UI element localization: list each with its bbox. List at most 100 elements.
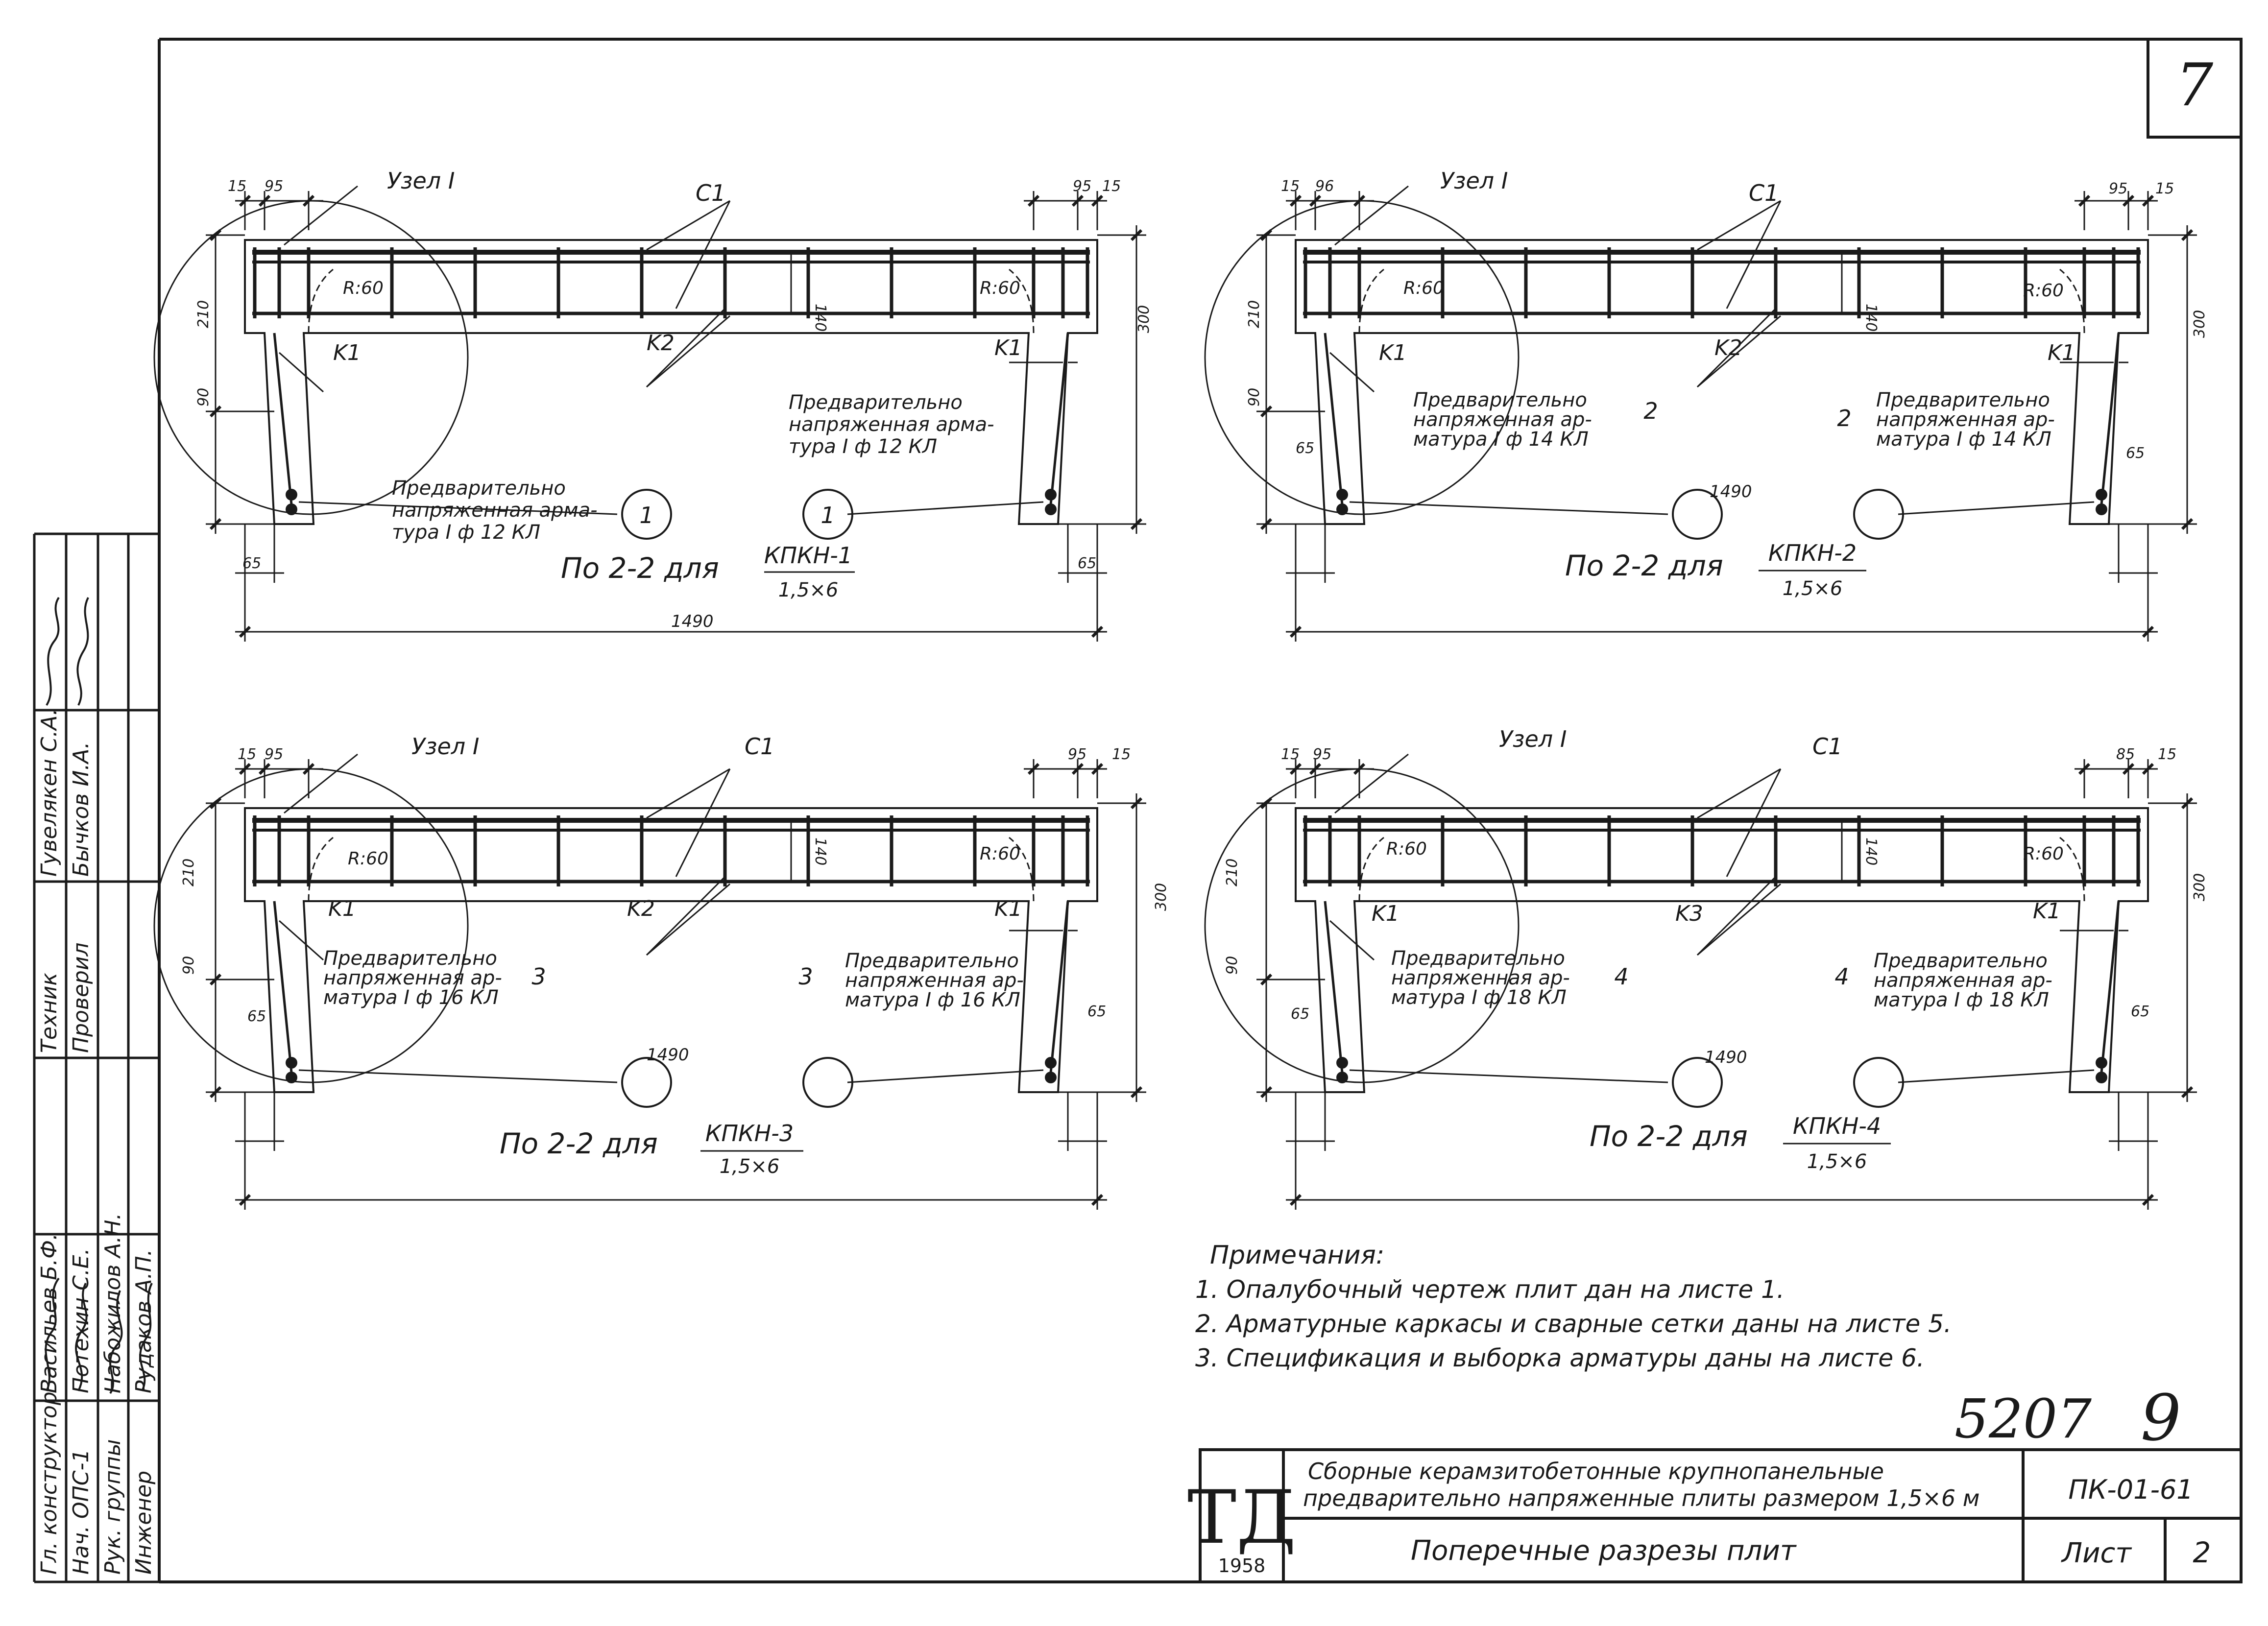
s3-dim-top-r2: 15 [1112, 746, 1131, 763]
stamp-role-4: Инженер [131, 1471, 156, 1575]
tb-logo: ТД [1187, 1475, 1296, 1560]
s3-radius-right: R:60 [980, 844, 1020, 864]
s3-callout-left: 3 [531, 963, 546, 990]
s1-node-label: Узел I [387, 167, 455, 194]
s4-note-left-2: напряженная ар- [1391, 967, 1570, 989]
s1-caption-den: 1,5×6 [778, 579, 839, 601]
s4-caption-num: КПКН-4 [1793, 1113, 1881, 1139]
archive-number: 5207 [1954, 1387, 2092, 1450]
s1-caption: По 2-2 для [561, 551, 719, 585]
s1-note-left-3: тура I ф 12 КЛ [392, 521, 540, 544]
s4-radius-right: R:60 [2023, 844, 2064, 864]
s2-dim-top-l1: 15 [1281, 178, 1300, 195]
s2-note-left-2: напряженная ар- [1413, 408, 1592, 431]
archive-number-block: 5207 9 [1954, 1381, 2181, 1455]
s2-dim-h-low: 90 [1246, 388, 1263, 406]
notes-item-1: 1. Опалубочный чертеж плит дан на листе … [1195, 1275, 1785, 1304]
s3-radius-left: R:60 [348, 849, 388, 869]
s1-dim-overall: 1490 [671, 612, 714, 631]
stamp-name-5: Гувелякен С.А. [37, 709, 62, 877]
section-2: Узел I C1 K1 K2 K1 R:60 R:60 2 2 Предвар… [1205, 167, 2208, 642]
s4-radius-left: R:60 [1386, 839, 1427, 859]
s3-dim-bot-left: 65 [247, 1008, 266, 1025]
s4-dim-bot-left: 65 [1291, 1005, 1309, 1023]
s4-dim-h-left: 210 [1224, 859, 1241, 886]
s4-dim-overall: 1490 [1705, 1048, 1747, 1067]
tb-sheet-title: Поперечные разрезы плит [1411, 1535, 1797, 1567]
s1-note-right-1: Предварительно [789, 391, 963, 414]
s1-frame-mid: K2 [647, 331, 675, 356]
s3-frame-left: K1 [328, 896, 356, 921]
s3-note-left-3: матура I ф 16 КЛ [323, 986, 499, 1009]
s1-frame-left: K1 [333, 340, 361, 365]
section-1: Узел I C1 K1 K2 K1 R:60 R:60 1 1 Предвар… [154, 167, 1153, 642]
tb-project-line2: предварительно напряженные плиты размеро… [1303, 1485, 1979, 1511]
title-block: ТД 1958 Сборные керамзитобетонные крупно… [1187, 1448, 2243, 1583]
s2-radius-left: R:60 [1403, 278, 1444, 298]
s3-frame-right: K1 [994, 896, 1022, 921]
s2-dim-overall: 1490 [1710, 482, 1752, 502]
s2-caption: По 2-2 для [1565, 549, 1723, 582]
s1-frame-right: K1 [994, 335, 1022, 360]
s1-dim-bot-right: 65 [1078, 555, 1096, 572]
s2-dim-top-r1: 95 [2109, 180, 2127, 197]
s3-dim-h-right: 300 [1153, 883, 1170, 911]
s1-note-right-2: напряженная арма- [789, 413, 994, 436]
s3-node-label: Узел I [411, 733, 479, 760]
notes-title: Примечания: [1210, 1241, 1384, 1270]
s3-caption: По 2-2 для [500, 1127, 658, 1160]
s3-dim-h-low: 90 [180, 956, 197, 975]
s1-callout-right: 1 [820, 502, 835, 528]
stamp-role-1: Гл. конструктор [37, 1391, 62, 1575]
s4-caption: По 2-2 для [1590, 1120, 1748, 1153]
s2-note-left-3: матура I ф 14 КЛ [1413, 428, 1589, 451]
s3-caption-den: 1,5×6 [720, 1155, 780, 1178]
s1-mesh-label: C1 [696, 180, 725, 206]
s2-note-right-1: Предварительно [1876, 389, 2050, 411]
s1-callout-left: 1 [639, 502, 653, 528]
s2-frame-mid: K2 [1714, 335, 1742, 360]
stamp-role-2: Нач. ОПС-1 [69, 1449, 94, 1575]
s2-node-label: Узел I [1440, 167, 1508, 194]
s4-note-left-1: Предварительно [1391, 947, 1565, 970]
s3-dim-top-l2: 95 [265, 746, 283, 763]
stamp-role-6: Проверил [69, 942, 94, 1053]
s3-dim-overall: 1490 [647, 1045, 689, 1065]
s4-note-right-1: Предварительно [1874, 950, 2048, 972]
s1-note-left-2: напряженная арма- [392, 499, 598, 522]
s4-note-left-3: матура I ф 18 КЛ [1391, 986, 1567, 1009]
s3-callout-right: 3 [798, 963, 813, 990]
tb-code: ПК-01-61 [2068, 1474, 2193, 1505]
s1-note-right-3: тура I ф 12 КЛ [789, 435, 937, 458]
s1-caption-num: КПКН-1 [764, 542, 852, 569]
s2-frame-left: K1 [1379, 340, 1407, 365]
s4-callout-left: 4 [1614, 963, 1628, 990]
notes-item-3: 3. Спецификация и выборка арматуры даны … [1195, 1344, 1925, 1372]
s1-dim-h-low: 90 [195, 388, 212, 406]
tb-project-line1: Сборные керамзитобетонные крупнопанельны… [1308, 1458, 1884, 1484]
s2-dim-h-left: 210 [1246, 300, 1263, 328]
stamp-name-3: Набожилов А.Н. [100, 1213, 125, 1393]
s1-dim-top-l1: 15 [228, 178, 246, 195]
s4-frame-right: K1 [2033, 899, 2061, 924]
stamp-name-6: Бычков И.А. [69, 742, 94, 877]
s3-dim-h-mid: 140 [812, 837, 829, 865]
s3-note-right-2: напряженная ар- [845, 969, 1024, 992]
s1-dim-h-left: 210 [195, 300, 212, 328]
s4-dim-top-r2: 15 [2158, 746, 2176, 763]
s2-callout-left: 2 [1643, 398, 1658, 424]
stamp-role-3: Рук. группы [100, 1439, 125, 1575]
s2-radius-right: R:60 [2023, 281, 2064, 301]
s1-dim-top-l2: 95 [265, 178, 283, 195]
s4-mesh-label: C1 [1812, 733, 1842, 760]
s1-dim-h-mid: 140 [812, 304, 829, 332]
s4-callout-right: 4 [1834, 963, 1849, 990]
s2-note-right-2: напряженная ар- [1876, 408, 2055, 431]
s2-dim-bot-left: 65 [1296, 440, 1314, 457]
s4-dim-top-l2: 95 [1313, 746, 1331, 763]
section-4: Узел I C1 K1 K3 K1 R:60 R:60 4 4 Предвар… [1205, 726, 2208, 1210]
s3-caption-num: КПКН-3 [705, 1120, 794, 1147]
s3-note-left-2: напряженная ар- [323, 967, 502, 989]
s2-mesh-label: C1 [1749, 180, 1779, 206]
